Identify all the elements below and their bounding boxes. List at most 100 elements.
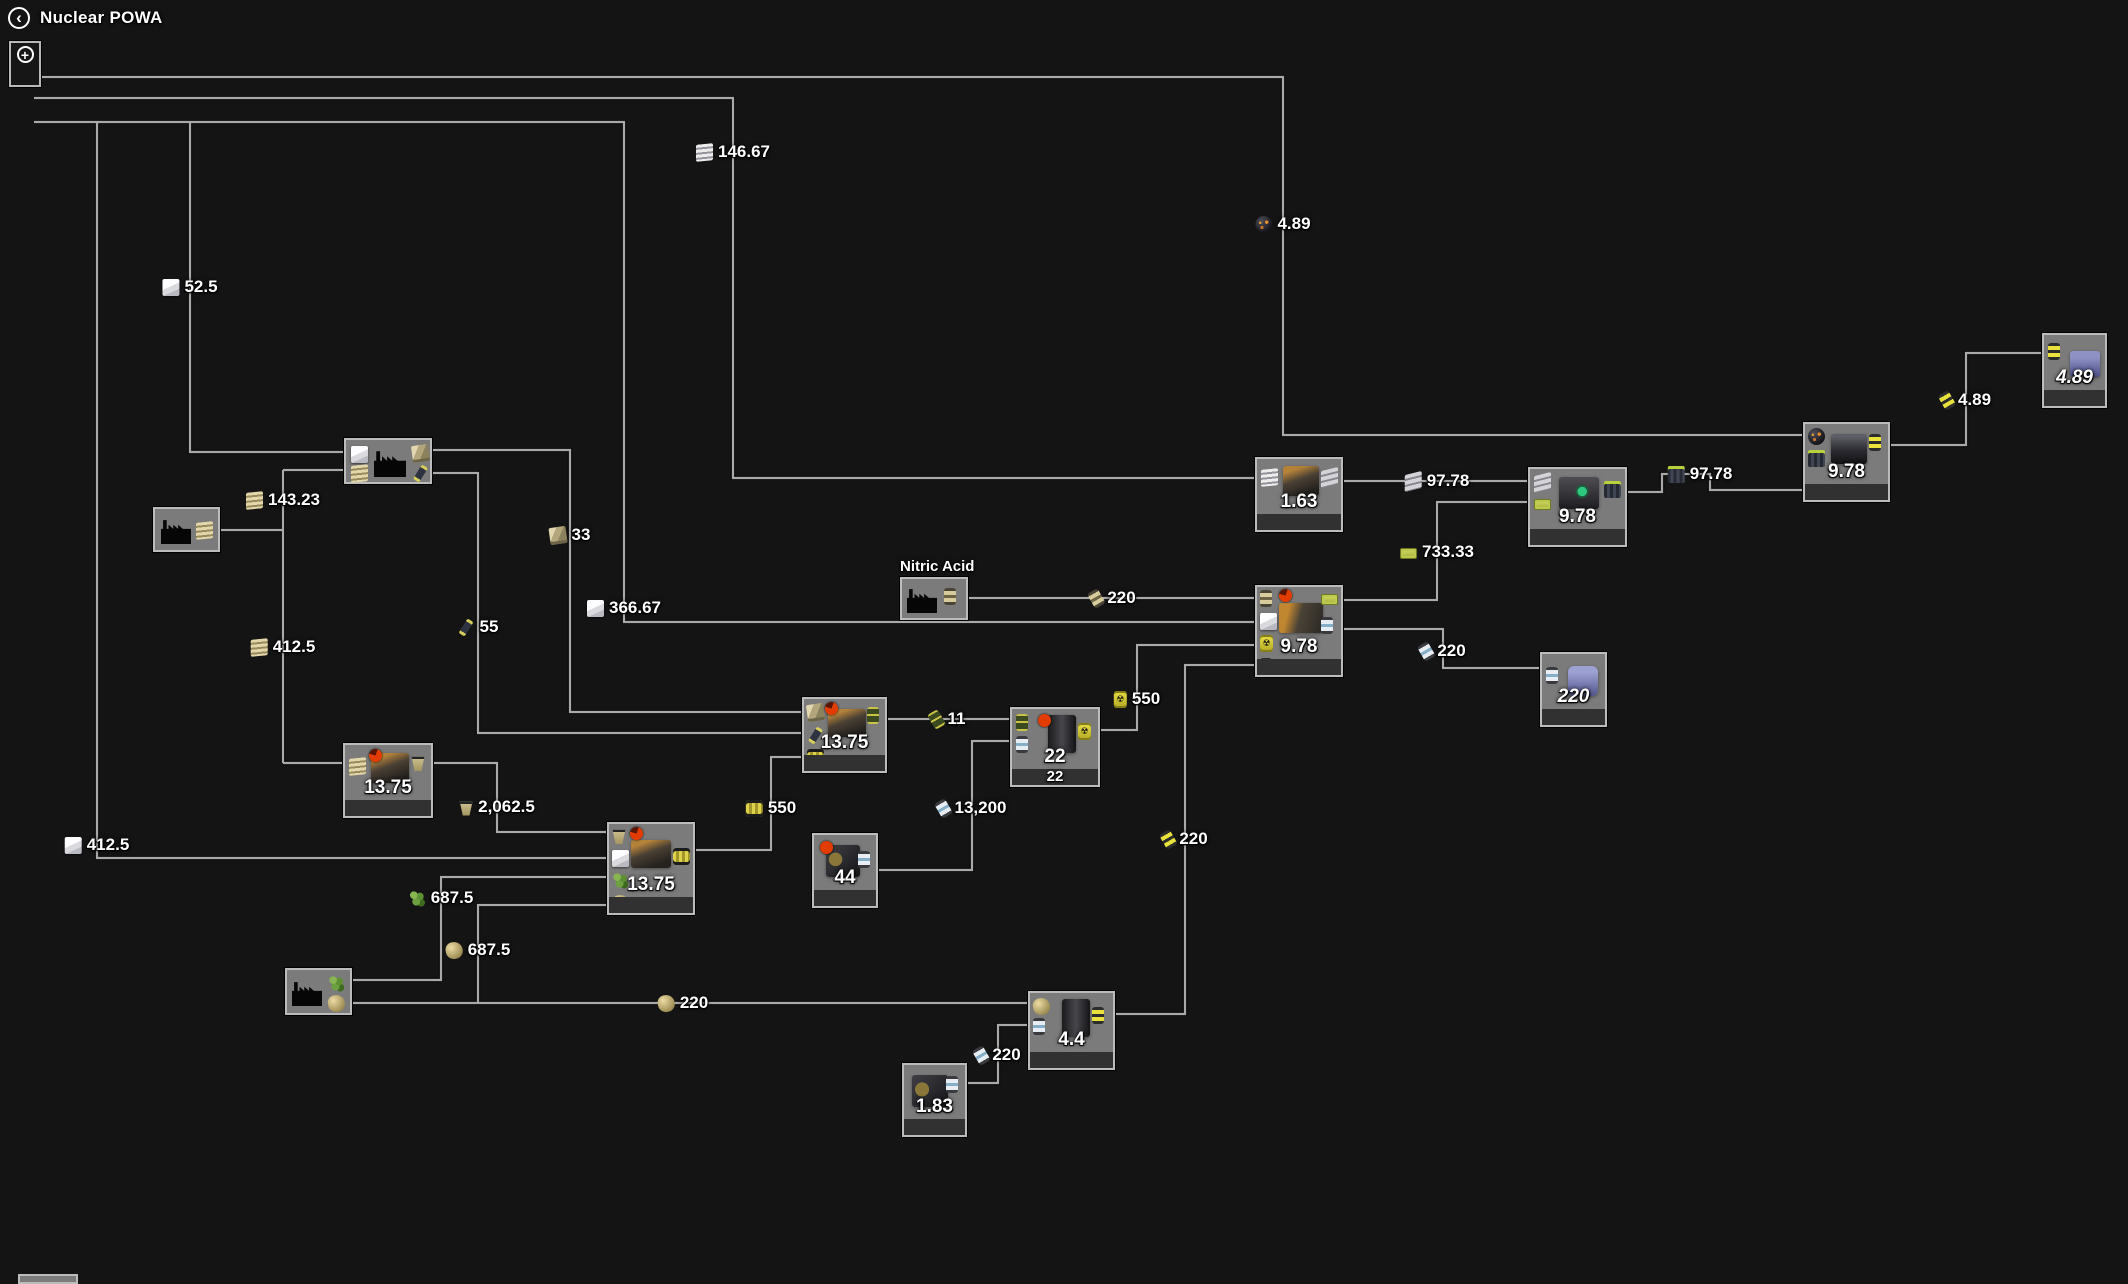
flow-label-0[interactable]: 146.67: [696, 142, 770, 162]
flow-rate-value: 97.78: [1426, 471, 1470, 490]
flow-label-11[interactable]: 733.33: [1400, 542, 1474, 562]
machine-icon: [1283, 466, 1319, 496]
node-demand-220[interactable]: 220: [1540, 652, 1607, 727]
node-count: 9.78: [1828, 461, 1865, 482]
node-footer-strip: [1030, 1052, 1113, 1068]
node-title: Nitric Acid: [900, 558, 975, 575]
machine-icon: [1831, 434, 1867, 464]
node-recipe-4-4[interactable]: 4.4: [1028, 991, 1115, 1070]
flow-cube-icon: [64, 836, 82, 854]
add-item-button[interactable]: +: [16, 46, 34, 63]
flow-label-1[interactable]: 4.89: [1255, 214, 1311, 234]
alert-icon: [825, 702, 838, 715]
node-count: 9.78: [1280, 636, 1318, 657]
input-beam-gray-icon: [1534, 471, 1551, 494]
node-recipe-1-63[interactable]: 1.63: [1255, 457, 1343, 532]
back-button[interactable]: ‹: [8, 7, 30, 29]
wire-17: [1100, 642, 1255, 733]
output-can-blue-icon: [858, 851, 870, 868]
flow-can-dgreen-icon: [927, 708, 946, 730]
node-footer-strip: [1257, 659, 1341, 675]
wire-2: [34, 120, 1255, 624]
flow-rate-value: 52.5: [184, 277, 218, 296]
flow-label-10[interactable]: 97.78: [1404, 470, 1470, 492]
flow-label-18[interactable]: 2,062.5: [459, 797, 535, 817]
flow-label-9[interactable]: 220: [1086, 587, 1136, 609]
node-recipe-13-75-bottom[interactable]: 13.75: [607, 822, 695, 915]
node-footer-strip: [609, 897, 693, 913]
wire-15: [1627, 472, 1803, 494]
flow-sack-icon: [444, 940, 465, 960]
flow-label-15[interactable]: 11: [927, 708, 965, 730]
node-factory-nitric-acid[interactable]: Nitric Acid: [900, 558, 974, 620]
flow-label-12[interactable]: 97.78: [1667, 464, 1732, 484]
node-recipe-9-78-collider[interactable]: 9.78: [1528, 467, 1627, 547]
flow-label-6[interactable]: 55: [458, 617, 499, 637]
flow-plates-tan-icon: [250, 637, 268, 657]
node-recipe-9-78-crane[interactable]: 9.78: [1255, 585, 1343, 677]
flow-label-16[interactable]: 550: [1113, 689, 1160, 709]
node-demand-4-89[interactable]: 4.89: [2042, 333, 2107, 408]
flow-label-17[interactable]: 13,200: [934, 797, 1007, 819]
flow-rate-value: 220: [1179, 829, 1208, 848]
input-plate-yg-icon: [1534, 499, 1551, 510]
flow-plates-gray-icon: [696, 142, 713, 162]
node-count: 4.4: [1058, 1029, 1085, 1050]
input-can-dgreen-icon: [1016, 714, 1028, 731]
flow-label-5[interactable]: 33: [548, 525, 590, 545]
input-parts-tan-icon: [805, 702, 826, 723]
flow-label-14[interactable]: 220: [1416, 640, 1466, 662]
wire-0: [34, 74, 1803, 438]
wire-14: [1343, 627, 1540, 670]
machine-icon: [912, 1075, 948, 1107]
wire-25: [476, 903, 607, 1003]
output-parts-tan-icon: [410, 443, 431, 464]
plus-icon: +: [20, 46, 30, 63]
flow-label-13[interactable]: 4.89: [1937, 389, 1991, 411]
flow-label-3[interactable]: 143.23: [246, 490, 320, 510]
node-factory-boards[interactable]: [344, 438, 432, 484]
flow-label-22[interactable]: 220: [656, 993, 708, 1013]
node-recipe-13-75-left[interactable]: 13.75: [343, 743, 433, 818]
alert-icon: [820, 841, 833, 854]
output-can-tan-icon: [944, 588, 956, 605]
flow-label-19[interactable]: 550: [745, 798, 797, 818]
flow-leaves-icon: [408, 889, 426, 907]
wire-13: [1343, 500, 1528, 602]
node-recipe-44[interactable]: 44: [812, 833, 878, 908]
output-bundle-fuel-icon: [1604, 481, 1621, 498]
node-count: 13.75: [820, 732, 869, 753]
flow-label-8[interactable]: 412.5: [64, 835, 129, 855]
alert-icon: [1279, 589, 1292, 602]
flow-rate-value: 143.23: [268, 490, 320, 509]
flow-barrel-hazard-icon: [1113, 690, 1127, 708]
flow-label-2[interactable]: 52.5: [162, 277, 218, 297]
input-plates-tan-icon: [351, 464, 368, 483]
page-title: Nuclear POWA: [40, 8, 163, 27]
node-factory-tan-plates[interactable]: [153, 507, 220, 552]
flow-rate-value: 687.5: [430, 888, 474, 907]
flow-label-7[interactable]: 366.67: [587, 598, 661, 618]
node-recipe-13-75-center[interactable]: 13.75: [802, 697, 887, 773]
wire-17: [1100, 643, 1255, 732]
flow-label-21[interactable]: 687.5: [444, 940, 510, 960]
wire-20: [878, 739, 1010, 872]
flow-beam-gray-icon: [1404, 470, 1422, 492]
flow-sphere-dark-icon: [1255, 215, 1273, 233]
flow-label-4[interactable]: 412.5: [250, 637, 315, 657]
flow-label-23[interactable]: 220: [971, 1044, 1021, 1066]
input-can-blue-icon: [1546, 667, 1558, 684]
alert-icon: [369, 749, 382, 762]
node-count: 13.75: [627, 874, 675, 895]
flow-rate-value: 550: [767, 798, 797, 817]
node-factory-farm[interactable]: [285, 968, 352, 1015]
flow-label-24[interactable]: 220: [1158, 828, 1208, 850]
node-recipe-1-83[interactable]: 1.83: [902, 1063, 967, 1137]
flow-rate-value: 146.67: [718, 142, 770, 161]
wire-26: [967, 1023, 1028, 1085]
node-recipe-9-78-reactor[interactable]: 9.78: [1803, 422, 1890, 502]
flow-label-20[interactable]: 687.5: [408, 888, 474, 908]
